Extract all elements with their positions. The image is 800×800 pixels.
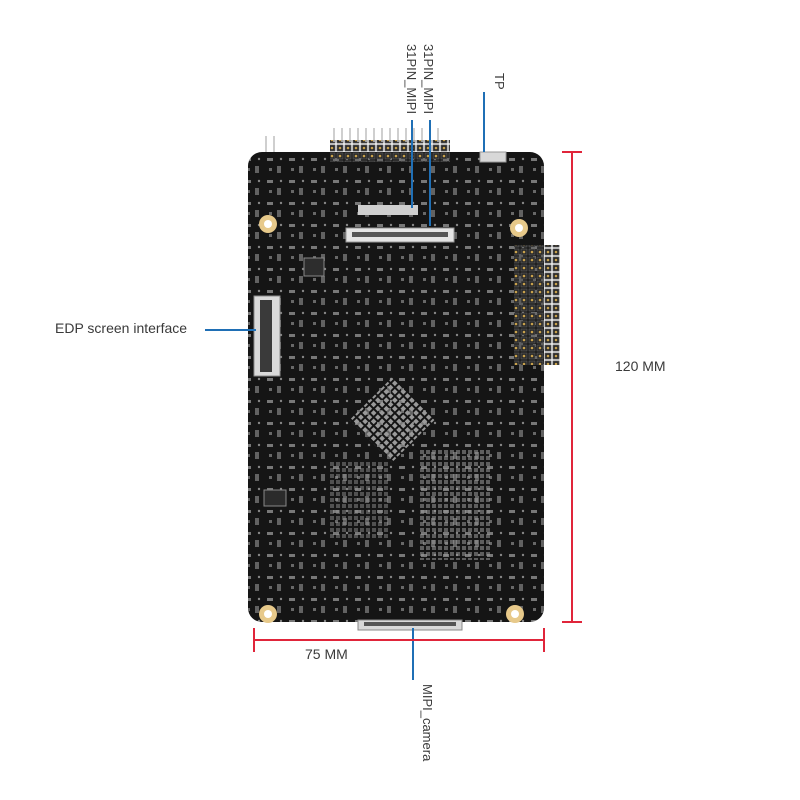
edp-label: EDP screen interface — [55, 320, 188, 336]
mipi-connector-1 — [358, 205, 418, 215]
mipi-label-1: 31PIN_MIPI — [404, 44, 419, 115]
tp-label: TP — [492, 73, 507, 90]
mounting-holes — [259, 215, 528, 623]
mipi-camera-label: MIPI_camera — [420, 684, 435, 762]
height-label: 120 MM — [615, 358, 666, 374]
width-label: 75 MM — [305, 646, 348, 662]
tp-connector — [479, 151, 507, 163]
soc-area — [349, 377, 435, 463]
mipi-label-2: 31PIN_MIPI — [421, 44, 436, 115]
right-pin-header — [514, 245, 560, 365]
top-pin-header — [330, 140, 450, 162]
